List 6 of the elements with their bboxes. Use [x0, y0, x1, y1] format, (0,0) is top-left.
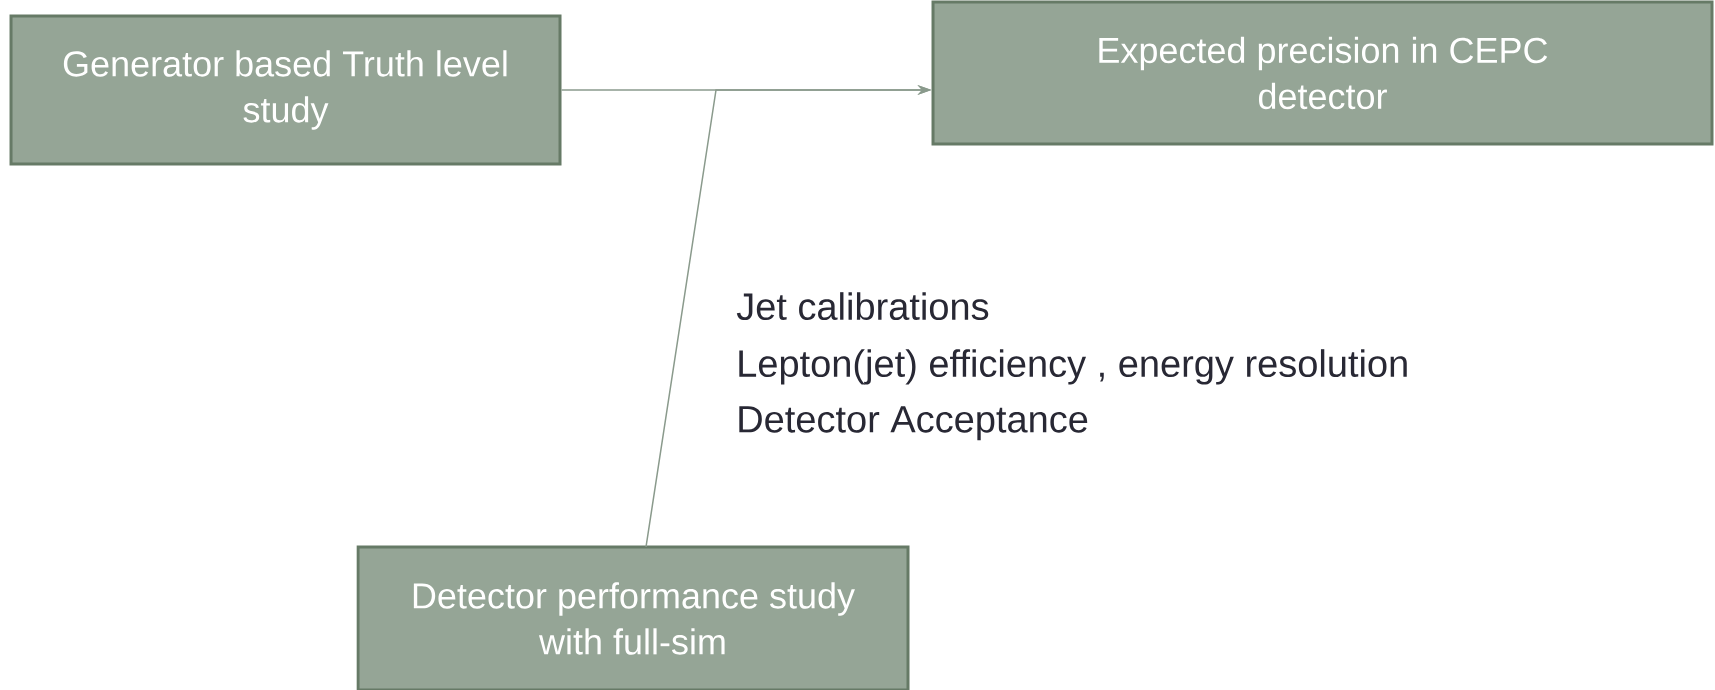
process-box: Expected precision in CEPC detector — [931, 0, 1714, 146]
note-text: Jet calibrations — [736, 292, 989, 321]
process-box: Generator based Truth level study — [9, 14, 562, 166]
note-text: Detector Acceptance — [739, 406, 1088, 441]
note-text: Lepton(jet) efficiency , energy resolution — [739, 349, 1407, 385]
process-box: Detector performance study with full-sim — [356, 545, 910, 690]
